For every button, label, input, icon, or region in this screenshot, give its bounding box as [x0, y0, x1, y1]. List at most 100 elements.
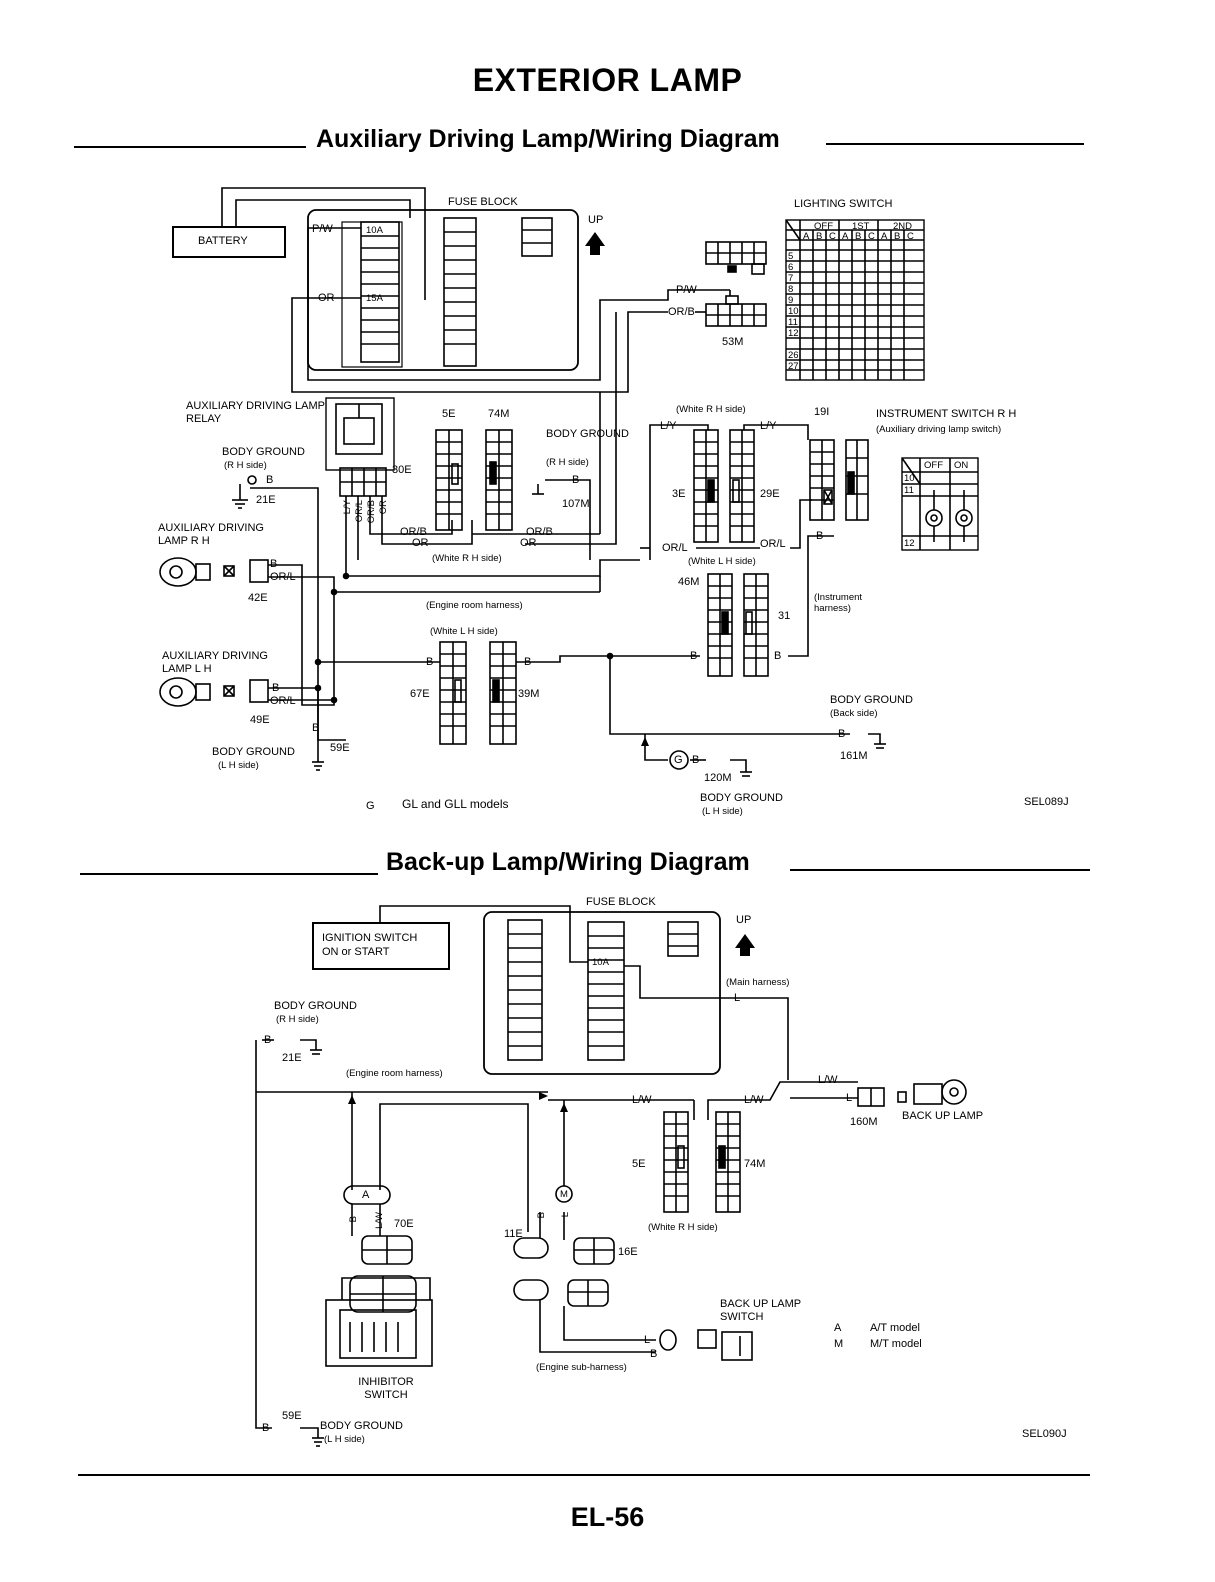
ls-sub-a3: A	[881, 231, 888, 242]
wire-b-46m: B	[690, 650, 698, 662]
g-symbol: G	[674, 754, 683, 766]
connector-30e: 30E	[392, 464, 412, 476]
connector-70e: 70E	[394, 1218, 414, 1230]
ls-sub-a1: A	[803, 231, 810, 242]
wire-orb-switch: OR/B	[668, 306, 695, 318]
connector-16e: 16E	[618, 1246, 638, 1258]
fuse-15a: 15A	[366, 293, 383, 304]
connector-59e: 59E	[282, 1410, 302, 1422]
connector-161m: 161M	[840, 750, 868, 762]
ls-sub-b1: B	[816, 231, 823, 242]
ls-col-2nd: 2ND	[893, 221, 913, 232]
ls-sub-c1: C	[829, 231, 836, 242]
connector-67e: 67E	[410, 688, 430, 700]
ignition-switch-sub: ON or START	[322, 946, 390, 958]
body-ground-back-label: BODY GROUND	[830, 694, 913, 706]
battery: BATTERY	[172, 226, 286, 258]
ls-row: 6	[788, 262, 794, 273]
connector-160m: 160M	[850, 1116, 878, 1128]
wire-lw-right: L/W	[744, 1094, 764, 1106]
connector-74m: 74M	[744, 1158, 766, 1170]
wire-b-switch: B	[650, 1348, 658, 1360]
relay-wire-or: OR	[378, 500, 389, 515]
wire-b-39m: B	[524, 656, 532, 668]
body-ground-back-side: (Back side)	[830, 708, 878, 719]
wire-ly-left: L/Y	[660, 420, 677, 432]
inst-row-12: 12	[904, 538, 915, 549]
inst-col-off: OFF	[924, 460, 943, 471]
wire-l-m: L	[560, 1212, 571, 1218]
connector-5e: 5E	[442, 408, 456, 420]
ls-sub-a2: A	[842, 231, 849, 242]
instrument-switch-sub: (Auxiliary driving lamp switch)	[876, 424, 1002, 435]
wire-b-mid: B	[572, 474, 580, 486]
white-lh-side-2: (White L H side)	[688, 556, 756, 567]
ls-row: 5	[788, 251, 794, 262]
wire-orl-3e: OR/L	[662, 542, 688, 554]
instrument-switch-label: INSTRUMENT SWITCH R H	[876, 408, 1017, 420]
section-rule-left	[74, 146, 306, 148]
wire-lw-a: L/W	[374, 1212, 385, 1229]
relay-wire-ly: L/Y	[342, 500, 353, 515]
wire-b-back: B	[838, 728, 846, 740]
relay-label: AUXILIARY DRIVING LAMP RELAY	[186, 400, 325, 425]
ls-row: 11	[788, 317, 798, 328]
fuse-block-label: FUSE BLOCK	[448, 196, 518, 208]
ls-row: 26	[788, 350, 799, 361]
wire-orb-left: OR/B	[400, 526, 427, 538]
backup-section-title: Back-up Lamp/Wiring Diagram	[386, 848, 750, 876]
wire-pw: P/W	[312, 223, 333, 235]
wire-b-31: B	[774, 650, 782, 662]
connector-39m: 39M	[518, 688, 540, 700]
aux-lamp-rh-label: AUXILIARY DRIVING LAMP R H	[158, 522, 264, 547]
connector-46m: 46M	[678, 576, 700, 588]
wire-orl-rh: OR/L	[270, 571, 296, 583]
wire-or: OR	[318, 292, 335, 304]
instrument-harness-label: (Instrument harness)	[814, 592, 863, 614]
a-symbol: A	[362, 1189, 370, 1201]
connector-19i: 19I	[814, 406, 830, 418]
wire-lw-top: L/W	[818, 1074, 838, 1086]
inst-row-10: 10	[904, 473, 915, 484]
m-symbol: M	[560, 1189, 568, 1200]
ls-sub-c3: C	[907, 231, 914, 242]
ls-row: 10	[788, 306, 799, 317]
white-rh-side-label: (White R H side)	[432, 553, 502, 564]
page-number: EL-56	[570, 1502, 645, 1532]
legend-g-symbol: G	[366, 800, 375, 812]
wire-or-left: OR	[412, 537, 429, 549]
wire-l-switch: L	[644, 1334, 651, 1346]
connector-3e: 3E	[672, 488, 686, 500]
section-rule-right	[790, 869, 1090, 871]
body-ground-rh-side: (R H side)	[224, 460, 267, 471]
up-label: UP	[736, 914, 752, 926]
wire-l-lamp: L	[846, 1092, 853, 1104]
wire-b-rh: B	[264, 1034, 272, 1046]
ls-row: 7	[788, 273, 794, 284]
wire-b-120m: B	[692, 754, 700, 766]
engine-room-harness-label: (Engine room harness)	[346, 1068, 443, 1079]
wire-orb-right: OR/B	[526, 526, 553, 538]
legend-at-text: A/T model	[870, 1322, 920, 1334]
connector-59e: 59E	[330, 742, 350, 754]
connector-107m: 107M	[562, 498, 590, 510]
ls-sub-b2: B	[855, 231, 862, 242]
connector-74m: 74M	[488, 408, 510, 420]
relay-wire-orb: OR/B	[366, 500, 377, 524]
engine-sub-harness-label: (Engine sub-harness)	[536, 1362, 627, 1373]
body-ground-lh2-label: BODY GROUND	[700, 792, 783, 804]
fuse-10a: 10A	[592, 957, 609, 968]
ls-sub-c2: C	[868, 231, 875, 242]
engine-room-harness-label: (Engine room harness)	[426, 600, 523, 611]
ignition-switch-label: IGNITION SWITCH	[322, 932, 418, 944]
up-label: UP	[588, 214, 604, 226]
connector-120m: 120M	[704, 772, 732, 784]
back-up-lamp-switch-label: BACK UP LAMP SWITCH	[720, 1298, 801, 1323]
aux-lamp-lh-label: AUXILIARY DRIVING LAMP L H	[162, 650, 268, 675]
connector-42e: 42E	[248, 592, 268, 604]
wire-or-right: OR	[520, 537, 537, 549]
main-harness-label: (Main harness)	[726, 977, 790, 988]
ls-row: 12	[788, 328, 799, 339]
fuse-10a: 10A	[366, 225, 383, 236]
